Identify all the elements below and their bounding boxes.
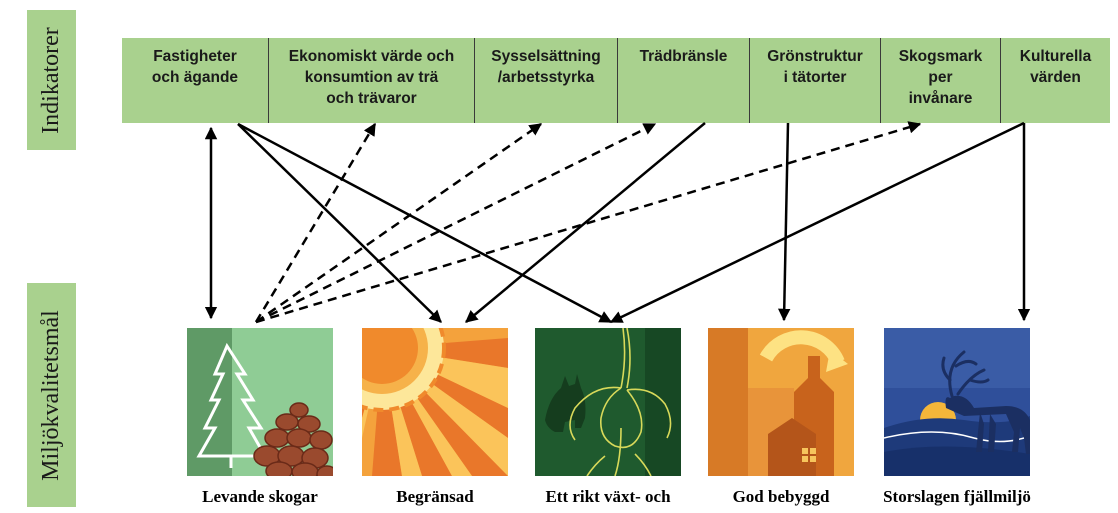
arrow-levande-skogar-skogsmark (256, 124, 920, 322)
arrow-gronstruktur-god-bebyggd (784, 123, 788, 320)
arrow-levande-skogar-tradbransle (256, 124, 655, 322)
arrow-levande-skogar-sysselsattning (256, 124, 541, 322)
arrow-tradbransle-begransad (466, 123, 705, 322)
arrow-kulturella-ett-rikt (611, 123, 1024, 322)
arrow-fastigheter-ett-rikt (238, 124, 611, 322)
arrow-fastigheter-begransad (238, 124, 441, 322)
